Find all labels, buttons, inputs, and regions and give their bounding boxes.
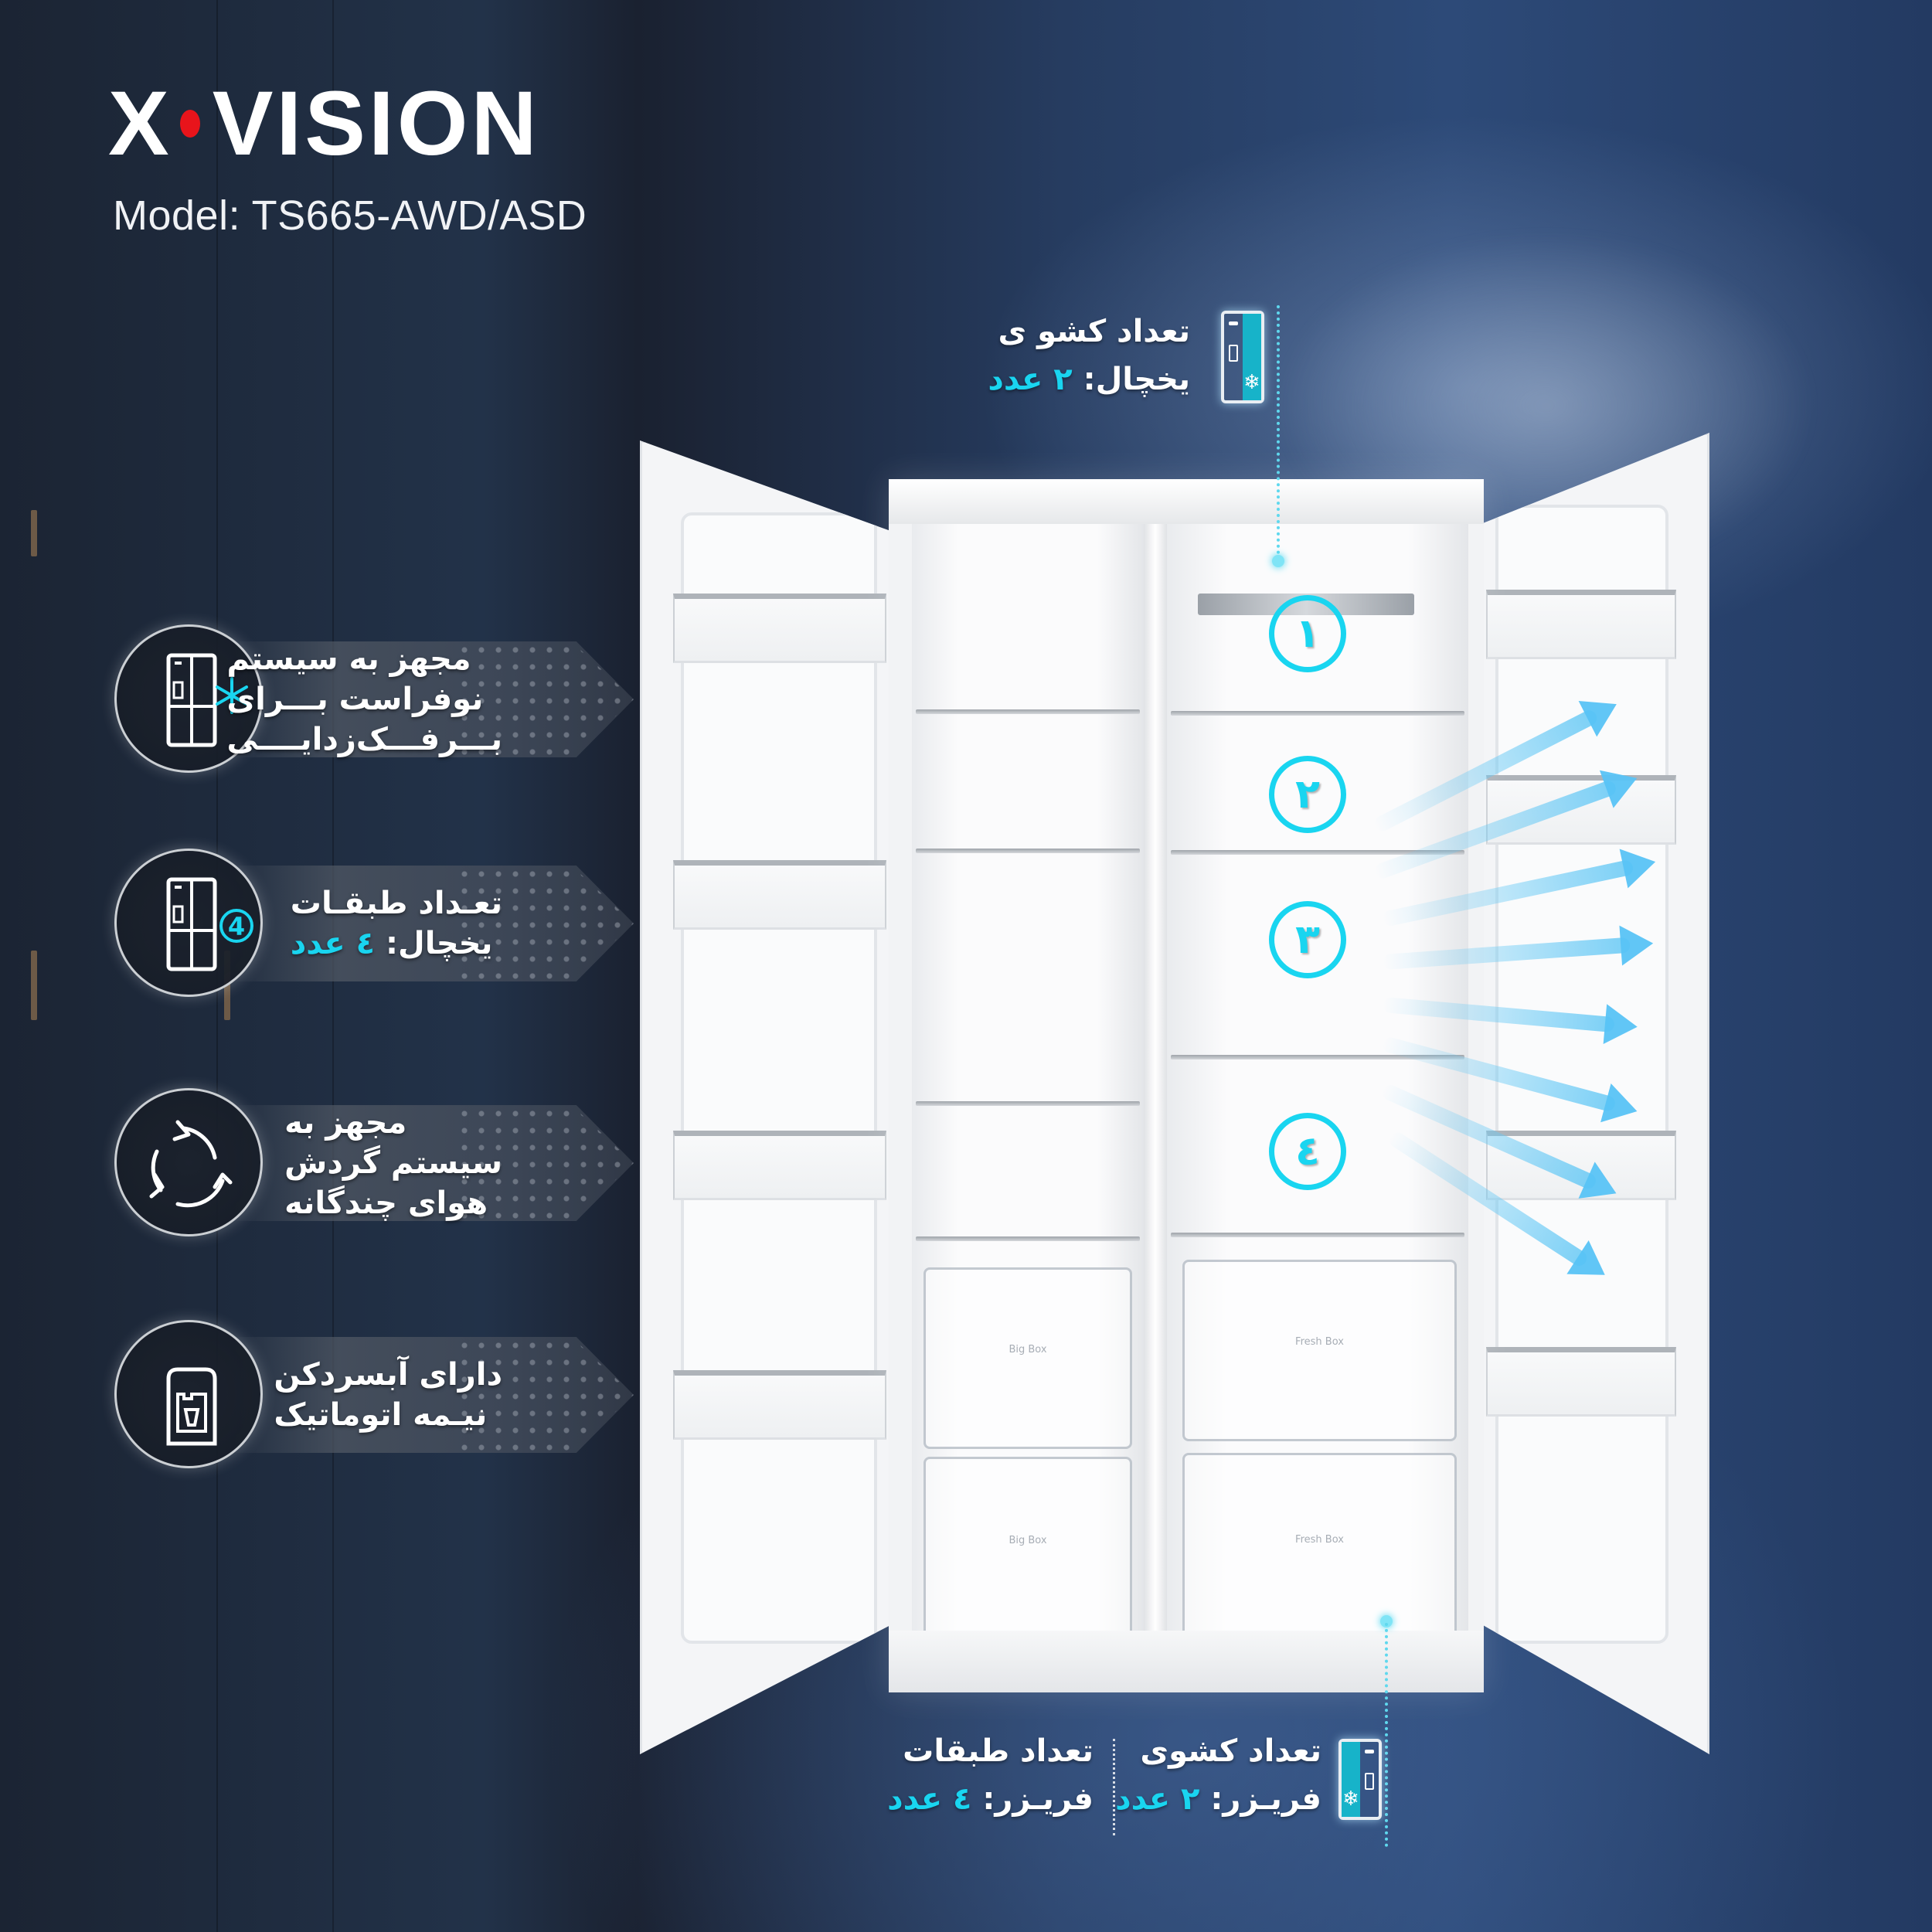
door-bin xyxy=(673,860,886,930)
feature-band xyxy=(224,866,634,981)
feature-multi-airflow: مجهز به سیستم گردش هوای چندگانه xyxy=(108,1082,634,1244)
feature-line: نوفراست بـــرای xyxy=(226,682,484,717)
callout-value: ۲ عدد xyxy=(1115,1781,1200,1817)
center-divider xyxy=(1144,524,1167,1631)
freezer-shelf xyxy=(916,1236,1140,1241)
feature-line: بـــرفـــک‌زدایــــی xyxy=(226,722,502,757)
fridge-compartment xyxy=(1167,524,1468,1631)
feature-value-label: یخچال: xyxy=(386,926,493,961)
shelf-number-badge: ٢ xyxy=(1269,756,1346,833)
fridge-drawer-icon: ❄ xyxy=(1221,311,1264,403)
callout-anchor-dot xyxy=(1380,1615,1393,1628)
fridge-base xyxy=(889,1631,1484,1692)
drawer-label: Big Box xyxy=(1009,1535,1047,1547)
door-bin xyxy=(1486,775,1676,845)
callout-freezer-drawers: تعداد کشوی فریـزر: ۲ عدد xyxy=(1115,1727,1321,1823)
cabinet-handle xyxy=(31,510,37,556)
feature-text: تعـداد طبقـات یخچال: ٤ عدد xyxy=(291,842,502,1005)
callout-title: تعداد طبقات xyxy=(903,1733,1094,1769)
callout-value-line: فریـزر: ۲ عدد xyxy=(1115,1775,1321,1823)
freezer-drawer-icon: ❄ xyxy=(1338,1739,1382,1820)
fridge-shelves-count-icon: 4 xyxy=(166,877,253,971)
feature-line: هوای چندگانه xyxy=(284,1185,488,1221)
feature-band xyxy=(224,1105,634,1221)
door-bin xyxy=(673,1370,886,1440)
callout-anchor-dot xyxy=(1272,555,1284,567)
icon-circle xyxy=(114,1088,263,1236)
shelf-count-badge-text: 4 xyxy=(228,912,245,941)
feature-line: دارای آبسردکن xyxy=(274,1357,502,1393)
fridge-cabinet: Big Box Big Box Fresh Box Fresh Box xyxy=(889,479,1484,1692)
fridge-top xyxy=(889,479,1484,524)
feature-line: تعـداد طبقـات xyxy=(290,886,502,921)
callout-fridge-drawers: تعداد کشو ی یخچال: ۲ عدد xyxy=(988,308,1190,403)
callout-title: تعداد کشوی xyxy=(1140,1733,1321,1769)
feature-line: مجهز به سیستم xyxy=(226,641,471,677)
feature-value-line: یخچال: ٤ عدد xyxy=(291,923,493,964)
fridge-shelf xyxy=(1171,1055,1464,1060)
freezer-shelf xyxy=(916,709,1140,714)
fridge-shelf xyxy=(1171,850,1464,855)
freezer-drawer: Big Box xyxy=(923,1267,1132,1449)
callout-freezer-shelves: تعداد طبقات فریـزر: ٤ عدد xyxy=(887,1727,1094,1823)
drawer-label: Fresh Box xyxy=(1295,1336,1344,1349)
callout-label: فریـزر: xyxy=(1210,1781,1321,1817)
freezer-drawer: Big Box xyxy=(923,1457,1132,1642)
feature-no-frost: مجهز به سیستم نوفراست بـــرای بـــرفـــک… xyxy=(108,618,634,781)
shelf-number-badge: ٣ xyxy=(1269,901,1346,978)
brand-logo: X VISION xyxy=(108,73,540,175)
callout-label: فریـزر: xyxy=(982,1781,1094,1817)
feature-value: ٤ عدد xyxy=(290,926,376,961)
fridge-shelf xyxy=(1171,1233,1464,1237)
fridge-drawer: Fresh Box xyxy=(1182,1260,1457,1441)
drawer-label: Big Box xyxy=(1009,1344,1047,1356)
shelf-number-badge: ١ xyxy=(1269,595,1346,672)
logo-vision: VISION xyxy=(212,73,540,175)
feature-band xyxy=(224,641,634,757)
air-circulation-icon xyxy=(149,1120,233,1208)
feature-text: دارای آبسردکن نیـمه اتوماتیک xyxy=(274,1314,502,1476)
snowflake-icon: ❄ xyxy=(1342,1787,1359,1811)
snowflake-icon: ❄ xyxy=(1243,371,1260,394)
feature-water-dispenser: دارای آبسردکن نیـمه اتوماتیک xyxy=(108,1314,634,1476)
fridge-drawer: Fresh Box xyxy=(1182,1453,1457,1646)
feature-band xyxy=(224,1337,634,1453)
side-by-side-fridge-snowflake-icon xyxy=(166,653,248,747)
feature-fridge-shelves: 4 تعـداد طبقـات یخچال: ٤ عدد xyxy=(108,842,634,1005)
door-liner xyxy=(681,512,877,1644)
door-bin xyxy=(1486,1347,1676,1417)
freezer-shelf xyxy=(916,849,1140,853)
callout-leader-line xyxy=(1385,1623,1388,1847)
feature-line: سیستم گردش xyxy=(284,1145,502,1181)
logo-x: X xyxy=(108,73,172,175)
shelf-number-badge: ٤ xyxy=(1269,1113,1346,1190)
freezer-door-left xyxy=(640,440,895,1754)
logo-red-dot xyxy=(179,110,200,138)
callout-value-line: یخچال: ۲ عدد xyxy=(988,355,1190,403)
water-dispenser-icon xyxy=(166,1367,217,1446)
feature-line: نیـمه اتوماتیک xyxy=(274,1397,488,1433)
feature-text: مجهز به سیستم نوفراست بـــرای بـــرفـــک… xyxy=(226,618,502,781)
callout-label: یخچال: xyxy=(1083,362,1190,397)
callout-value-line: فریـزر: ٤ عدد xyxy=(887,1775,1094,1823)
door-bin xyxy=(1486,590,1676,659)
door-bin xyxy=(673,1131,886,1200)
door-bin xyxy=(673,594,886,663)
callout-value: ۲ عدد xyxy=(988,362,1073,397)
feature-text: مجهز به سیستم گردش هوای چندگانه xyxy=(284,1082,502,1244)
cabinet-handle xyxy=(31,951,37,1020)
callout-leader-line xyxy=(1277,305,1280,560)
fridge-shelf xyxy=(1171,711,1464,716)
callout-separator xyxy=(1113,1739,1115,1835)
callout-title: تعداد کشو ی xyxy=(998,314,1191,349)
model-number: Model: TS665-AWD/ASD xyxy=(113,192,587,239)
callout-value: ٤ عدد xyxy=(887,1781,972,1817)
feature-line: مجهز به xyxy=(284,1105,407,1141)
freezer-shelf xyxy=(916,1101,1140,1106)
drawer-label: Fresh Box xyxy=(1295,1534,1344,1546)
